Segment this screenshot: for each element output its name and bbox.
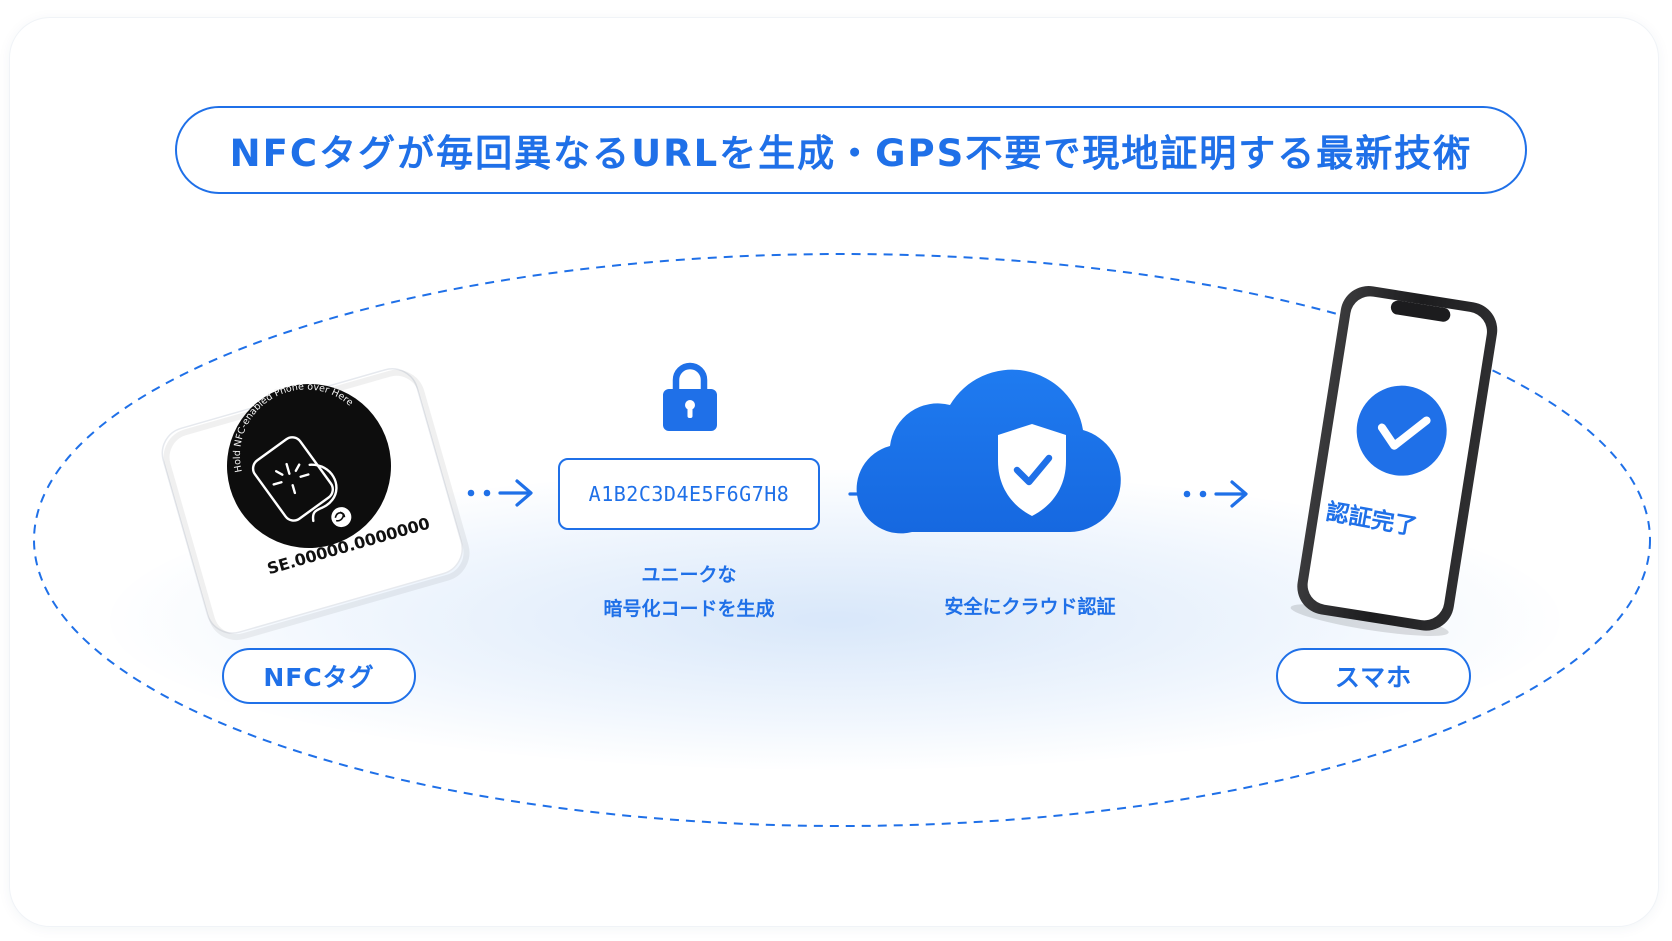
cloud-shield-icon <box>856 369 1121 534</box>
nfc-tag-label-text: NFCタグ <box>263 663 375 692</box>
lock-icon <box>663 362 717 431</box>
smartphone-label-text: スマホ <box>1334 663 1413 692</box>
check-circle-icon <box>1356 385 1447 476</box>
title-banner: NFCタグが毎回異なるURLを生成・GPS不要で現地証明する最新技術 <box>175 106 1527 194</box>
code-caption: ユニークな 暗号化コードを生成 <box>589 558 789 626</box>
dotted-arrow-right-icon <box>1183 480 1248 508</box>
cloud-caption: 安全にクラウド認証 <box>944 596 1116 618</box>
nfc-tag-label: NFCタグ <box>222 648 416 704</box>
flow-ellipse <box>33 253 1651 827</box>
nfc-logo-icon <box>331 507 352 528</box>
smartphone <box>1290 286 1498 636</box>
encrypted-code-box: A1B2C3D4E5F6G7H8 <box>558 458 820 530</box>
encrypted-code: A1B2C3D4E5F6G7H8 <box>588 482 790 506</box>
page-title: NFCタグが毎回異なるURLを生成・GPS不要で現地証明する最新技術 <box>229 132 1473 175</box>
smartphone-label: スマホ <box>1276 648 1471 704</box>
dotted-arrow-right-icon <box>467 479 533 507</box>
tap-phone-icon <box>251 436 338 523</box>
code-caption-line1: ユニークな <box>641 564 737 586</box>
code-caption-line2: 暗号化コードを生成 <box>603 598 775 620</box>
